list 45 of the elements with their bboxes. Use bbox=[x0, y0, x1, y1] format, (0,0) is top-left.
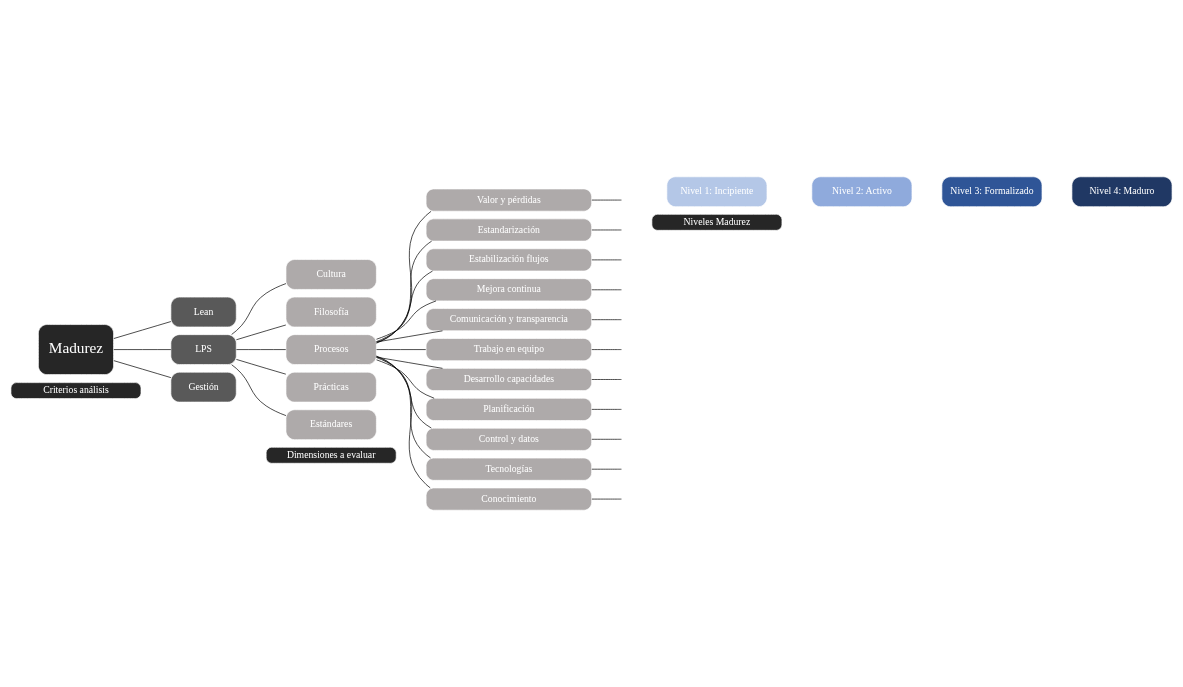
node-box: Estándares bbox=[285, 409, 377, 440]
connector bbox=[113, 321, 172, 339]
node-box: Estandarización bbox=[425, 218, 592, 242]
node-box: Gestión bbox=[170, 371, 237, 403]
node-box: Dimensiones a evaluar bbox=[265, 446, 397, 464]
connector bbox=[113, 360, 172, 378]
node-box: Desarrollo capacidades bbox=[425, 368, 592, 391]
node-box: Comunicación y transparencia bbox=[425, 308, 592, 332]
connector bbox=[376, 240, 432, 343]
node-box: Procesos bbox=[285, 334, 377, 365]
node-box: Nivel 4: Maduro bbox=[1071, 176, 1173, 208]
node-box: Planificación bbox=[425, 397, 592, 421]
node-box: Niveles Madurez bbox=[651, 214, 783, 231]
node-box: Lean bbox=[170, 296, 237, 328]
node-box: Madurez bbox=[38, 324, 114, 375]
node-box: Cultura bbox=[285, 259, 377, 290]
node-box: Estabilización flujos bbox=[425, 248, 592, 272]
node-box: Nivel 2: Activo bbox=[811, 176, 913, 208]
connector bbox=[376, 359, 435, 399]
connector bbox=[236, 324, 287, 341]
connector bbox=[376, 356, 431, 459]
connector bbox=[113, 349, 172, 350]
node-box: Mejora continua bbox=[425, 278, 592, 302]
node-box: LPS bbox=[170, 334, 237, 365]
node-box: Nivel 1: Incipiente bbox=[666, 176, 768, 208]
node-box: Criterios análisis bbox=[10, 382, 142, 399]
connector bbox=[591, 379, 622, 380]
connector bbox=[376, 210, 432, 344]
connector bbox=[231, 364, 287, 416]
connector bbox=[376, 357, 432, 429]
connector bbox=[376, 355, 431, 489]
connector bbox=[376, 300, 437, 340]
connector bbox=[376, 330, 443, 343]
node-box: Prácticas bbox=[285, 371, 377, 403]
node-box: Control y datos bbox=[425, 427, 592, 451]
connector bbox=[236, 359, 287, 375]
node-box: Tecnologías bbox=[425, 457, 592, 481]
connector bbox=[376, 270, 433, 342]
node-box: Conocimiento bbox=[425, 487, 592, 511]
node-box: Valor y pérdidas bbox=[425, 188, 592, 212]
connector bbox=[236, 349, 287, 350]
node-box: Nivel 3: Formalizado bbox=[941, 176, 1043, 208]
node-box: Trabajo en equipo bbox=[425, 338, 592, 362]
connector bbox=[231, 283, 287, 335]
node-box: Filosofía bbox=[285, 296, 377, 328]
